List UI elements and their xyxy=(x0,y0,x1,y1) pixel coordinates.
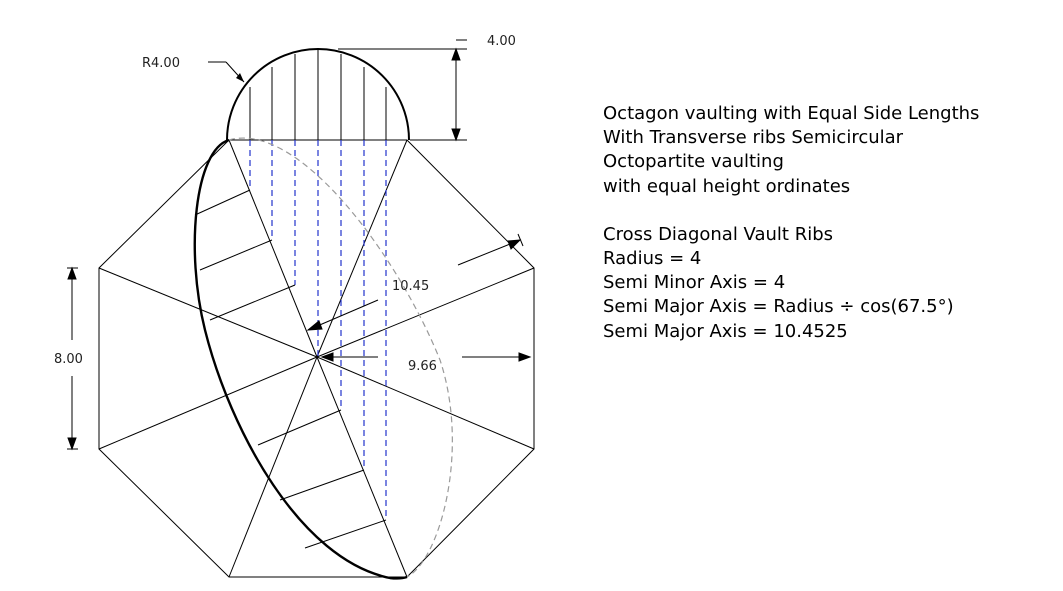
octagon-spokes xyxy=(98,139,535,578)
apothem-label: 9.66 xyxy=(408,359,437,374)
rise-label: 4.00 xyxy=(487,34,516,49)
rib-note-line: Semi Major Axis = 10.4525 xyxy=(603,320,848,342)
semicircle-rib xyxy=(226,48,410,141)
side-dimension xyxy=(67,266,78,451)
rib-note-line: Cross Diagonal Vault Ribs xyxy=(603,223,834,245)
side-label: 8.00 xyxy=(54,352,83,367)
rise-dimension xyxy=(338,39,467,142)
semicircle-ordinates xyxy=(249,49,387,140)
note-line: With Transverse ribs Semicircular xyxy=(603,127,904,149)
rib-note-line: Radius = 4 xyxy=(603,248,702,270)
hidden-rib-ellipse xyxy=(228,137,453,578)
note-line: Octagon vaulting with Equal Side Lengths xyxy=(603,103,980,124)
apothem-dimension xyxy=(320,340,535,362)
semi-major-dimension xyxy=(306,233,524,331)
diagonal-rib-ellipse xyxy=(193,138,408,580)
rib-note-line: Semi Major Axis = Radius ÷ cos(67.5°) xyxy=(603,296,954,318)
rib-note-line: Semi Minor Axis = 4 xyxy=(603,272,786,294)
note-line: with equal height ordinates xyxy=(603,175,851,197)
notes-panel: Octagon vaulting with Equal Side Lengths… xyxy=(603,102,979,344)
semi-major-label: 10.45 xyxy=(392,279,429,294)
projected-ordinates xyxy=(249,140,387,520)
radius-dimension: R4.00 xyxy=(142,56,245,83)
note-line: Octopartite vaulting xyxy=(603,151,784,173)
radius-label: R4.00 xyxy=(142,56,180,71)
notes-spacer xyxy=(603,199,979,223)
rib-rungs xyxy=(194,189,387,549)
